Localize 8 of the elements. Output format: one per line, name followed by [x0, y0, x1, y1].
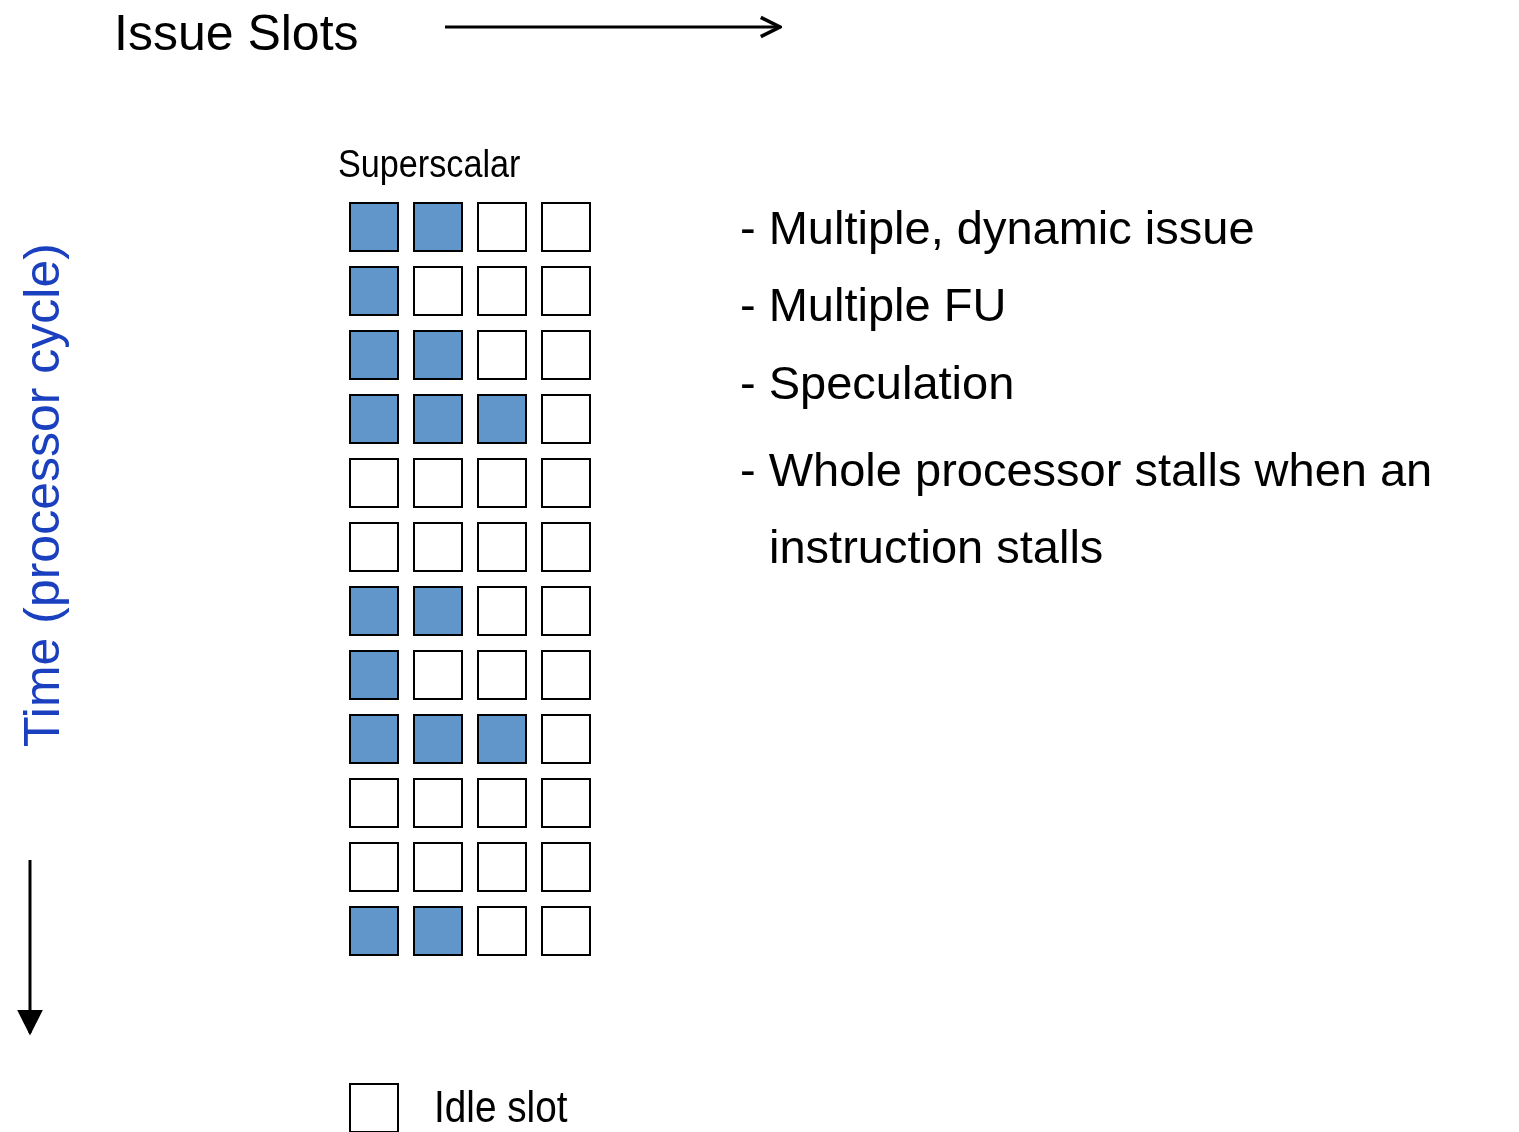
legend-label: Idle slot [434, 1082, 568, 1132]
bullet-text: - Multiple FU [740, 277, 1007, 332]
bullet-text: - Whole processor stalls when an instruction stalls [740, 442, 1434, 575]
axis-title: Time (processor cycle) [13, 243, 71, 747]
bullet-text: - Multiple, dynamic issue [740, 200, 1255, 255]
column-heading: Superscalar [338, 143, 521, 186]
axis-title: Issue Slots [114, 4, 359, 62]
bullet-text: - Speculation [740, 355, 1015, 410]
